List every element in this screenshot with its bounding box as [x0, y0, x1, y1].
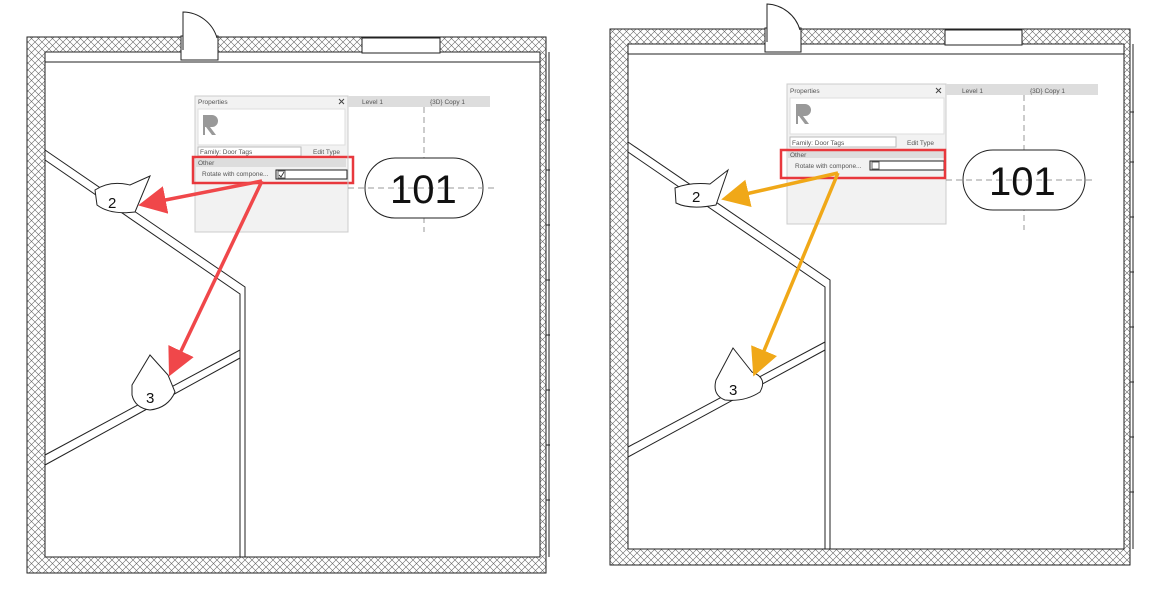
svg-text:Other: Other [198, 160, 215, 167]
revit-logo-icon [203, 115, 218, 135]
svg-text:Family: Door Tags: Family: Door Tags [200, 149, 253, 156]
svg-text:Rotate with compone...: Rotate with compone... [202, 171, 269, 178]
rotate-checkbox[interactable] [871, 161, 880, 170]
tab-3d-copy[interactable]: {3D} Copy 1 [1030, 88, 1065, 95]
room-tag-101: 101 [348, 157, 495, 219]
door-top [764, 3, 802, 53]
svg-text:Properties: Properties [790, 88, 820, 95]
family-selector[interactable] [789, 136, 897, 148]
rotate-checkbox[interactable] [277, 170, 286, 179]
close-icon[interactable] [935, 87, 942, 94]
svg-text:2: 2 [692, 189, 700, 206]
floor-plan-before: 2 3 Properties Family: Door Tags Edit Ty… [26, 11, 550, 574]
close-icon[interactable] [338, 98, 345, 105]
window-mullions-right [1129, 44, 1134, 549]
checkmark-icon [278, 171, 285, 178]
window-top [361, 37, 441, 54]
door-tag-3: 3 [131, 354, 176, 411]
tab-level-1[interactable]: Level 1 [962, 88, 983, 95]
arrows-red [138, 179, 264, 377]
svg-text:3: 3 [729, 382, 737, 399]
svg-text:2: 2 [108, 195, 116, 212]
edit-type-button[interactable]: Edit Type [907, 140, 934, 147]
floor-plan-after: 2 3 Properties Family: Door Tags Edit Ty… [609, 3, 1134, 566]
svg-text:101: 101 [390, 168, 457, 212]
properties-palette: Properties Family: Door Tags Edit Type O… [779, 83, 1098, 230]
svg-text:Family: Door Tags: Family: Door Tags [792, 140, 845, 147]
highlight-box [191, 155, 355, 185]
window-mullions-right [545, 52, 550, 557]
revit-logo-icon [796, 104, 811, 124]
door-top [180, 11, 219, 61]
svg-text:3: 3 [146, 390, 154, 407]
tab-3d-copy[interactable]: {3D} Copy 1 [430, 99, 465, 106]
svg-text:Rotate with compone...: Rotate with compone... [795, 163, 862, 170]
svg-text:101: 101 [989, 160, 1056, 204]
properties-palette: Properties Family: Door Tags Edit Type O… [191, 95, 490, 233]
edit-type-button[interactable]: Edit Type [313, 149, 340, 156]
svg-text:Other: Other [790, 152, 807, 159]
highlight-box [779, 148, 947, 180]
tab-level-1[interactable]: Level 1 [362, 99, 383, 106]
room-tag-101: 101 [946, 149, 1095, 211]
window-top [944, 29, 1023, 46]
arrows-orange [721, 171, 840, 377]
svg-text:Properties: Properties [198, 99, 228, 106]
